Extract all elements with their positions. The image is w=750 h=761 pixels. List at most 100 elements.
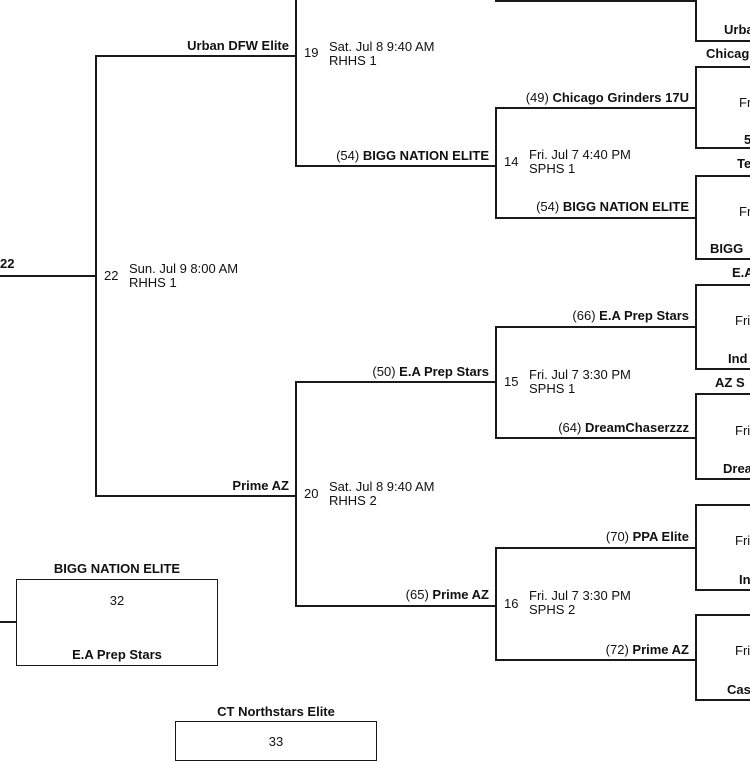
seed: (54) bbox=[336, 148, 360, 163]
truncated-team-label[interactable]: E.A bbox=[732, 265, 750, 280]
truncated-team-label[interactable]: Drea bbox=[723, 461, 750, 476]
team-chicago-grinders[interactable]: (49) Chicago Grinders 17U bbox=[500, 90, 689, 105]
edge-seed-label: 22 bbox=[0, 256, 15, 271]
game-number: 15 bbox=[504, 374, 519, 389]
team-name: Chicago Grinders 17U bbox=[552, 90, 689, 105]
truncated-game-date: Fri bbox=[735, 533, 750, 548]
team-ppa-elite[interactable]: (70) PPA Elite bbox=[500, 529, 689, 544]
bracket-line bbox=[95, 495, 296, 497]
team-prime-az[interactable]: (65) Prime AZ bbox=[300, 587, 489, 602]
game-venue: RHHS 1 bbox=[329, 53, 377, 68]
bracket-line bbox=[295, 381, 496, 383]
truncated-game-date: Fri bbox=[735, 313, 750, 328]
truncated-team-label[interactable]: Chicag bbox=[706, 46, 750, 61]
truncated-team-label[interactable]: Cas bbox=[727, 682, 750, 697]
bracket-line bbox=[295, 605, 496, 607]
bracket-line bbox=[695, 284, 697, 369]
bracket-line bbox=[695, 614, 750, 616]
bracket-line bbox=[695, 258, 750, 260]
bracket-line bbox=[695, 40, 750, 42]
box32-top-team[interactable]: BIGG NATION ELITE bbox=[53, 561, 181, 576]
team-name: E.A Prep Stars bbox=[399, 364, 489, 379]
game-number: 19 bbox=[304, 45, 319, 60]
bracket-line bbox=[95, 55, 296, 57]
seed: (70) bbox=[605, 529, 630, 544]
bracket-line bbox=[695, 0, 697, 41]
bracket-line bbox=[495, 547, 497, 660]
seed: (66) bbox=[572, 308, 596, 323]
box33-game-number: 33 bbox=[268, 734, 284, 749]
box32-game-number: 32 bbox=[109, 593, 125, 608]
bracket-line bbox=[495, 107, 696, 109]
truncated-team-label[interactable]: Ind bbox=[728, 351, 748, 366]
bracket-line bbox=[695, 147, 750, 149]
game-date: Sat. Jul 8 9:40 AM bbox=[329, 39, 435, 54]
bracket-line bbox=[495, 547, 696, 549]
game-date: Fri. Jul 7 3:30 PM bbox=[529, 588, 631, 603]
team-ea-prep-stars[interactable]: (50) E.A Prep Stars bbox=[300, 364, 489, 379]
bracket-line bbox=[695, 393, 697, 479]
bracket-line bbox=[295, 0, 297, 166]
seed: (49) bbox=[525, 90, 549, 105]
truncated-team-label[interactable]: BIGG bbox=[710, 241, 744, 256]
game-date: Fri. Jul 7 3:30 PM bbox=[529, 367, 631, 382]
bracket-line bbox=[695, 504, 697, 590]
team-name: BIGG NATION ELITE bbox=[562, 199, 689, 214]
team-dreamchaserzzz[interactable]: (64) DreamChaserzzz bbox=[500, 420, 689, 435]
truncated-game-date: Fr bbox=[739, 204, 750, 219]
game-date: Fri. Jul 7 4:40 PM bbox=[529, 147, 631, 162]
bracket-line bbox=[495, 107, 497, 218]
seed: (50) bbox=[372, 364, 396, 379]
bracket-line bbox=[495, 659, 696, 661]
truncated-team-label[interactable]: Te bbox=[737, 156, 750, 171]
bracket-line bbox=[295, 381, 297, 606]
bracket-line bbox=[95, 55, 97, 496]
team-prime-az[interactable]: Prime AZ bbox=[232, 478, 289, 493]
game-date: Sun. Jul 9 8:00 AM bbox=[129, 261, 239, 276]
truncated-team-label[interactable]: Urba bbox=[724, 22, 750, 37]
truncated-game-date: Fri bbox=[735, 423, 750, 438]
bracket-line bbox=[695, 393, 750, 395]
consolation-game-box[interactable] bbox=[16, 579, 218, 666]
bracket-line bbox=[695, 66, 697, 148]
bracket-line bbox=[695, 175, 697, 259]
bracket-line bbox=[495, 326, 497, 438]
bracket-line bbox=[695, 478, 750, 480]
team-name: Prime AZ bbox=[632, 642, 689, 657]
team-bigg-nation-elite[interactable]: (54) BIGG NATION ELITE bbox=[300, 148, 489, 163]
game-number: 20 bbox=[304, 486, 319, 501]
team-name: E.A Prep Stars bbox=[599, 308, 689, 323]
seed: (54) bbox=[536, 199, 560, 214]
game-venue: SPHS 1 bbox=[529, 381, 576, 396]
team-name: DreamChaserzzz bbox=[584, 420, 689, 435]
seed: (72) bbox=[605, 642, 629, 657]
truncated-team-label[interactable]: 5 bbox=[744, 132, 750, 147]
team-bigg-nation-elite[interactable]: (54) BIGG NATION ELITE bbox=[500, 199, 689, 214]
game-venue: SPHS 1 bbox=[529, 161, 576, 176]
game-number: 14 bbox=[504, 154, 519, 169]
box33-top-team[interactable]: CT Northstars Elite bbox=[217, 704, 335, 719]
team-urban-dfw-elite[interactable]: Urban DFW Elite bbox=[187, 38, 289, 53]
bracket-line bbox=[495, 437, 696, 439]
bracket-line bbox=[0, 275, 96, 277]
bracket-line bbox=[695, 66, 750, 68]
game-number: 22 bbox=[104, 268, 119, 283]
team-prime-az[interactable]: (72) Prime AZ bbox=[500, 642, 689, 657]
bracket-line bbox=[295, 165, 496, 167]
truncated-team-label[interactable]: AZ S bbox=[715, 375, 745, 390]
game-venue: RHHS 2 bbox=[329, 493, 377, 508]
bracket-line bbox=[695, 368, 750, 370]
box32-bottom-team[interactable]: E.A Prep Stars bbox=[72, 647, 162, 662]
team-ea-prep-stars[interactable]: (66) E.A Prep Stars bbox=[500, 308, 689, 323]
seed: (64) bbox=[558, 420, 582, 435]
bracket-line bbox=[695, 589, 750, 591]
bracket-line bbox=[695, 504, 750, 506]
bracket-line bbox=[495, 326, 696, 328]
truncated-team-label[interactable]: In bbox=[739, 572, 750, 587]
team-name: PPA Elite bbox=[632, 529, 689, 544]
truncated-game-date: Fri bbox=[735, 643, 750, 658]
game-number: 16 bbox=[504, 596, 519, 611]
team-name: BIGG NATION ELITE bbox=[362, 148, 489, 163]
seed: (65) bbox=[405, 587, 429, 602]
bracket-line bbox=[695, 699, 750, 701]
